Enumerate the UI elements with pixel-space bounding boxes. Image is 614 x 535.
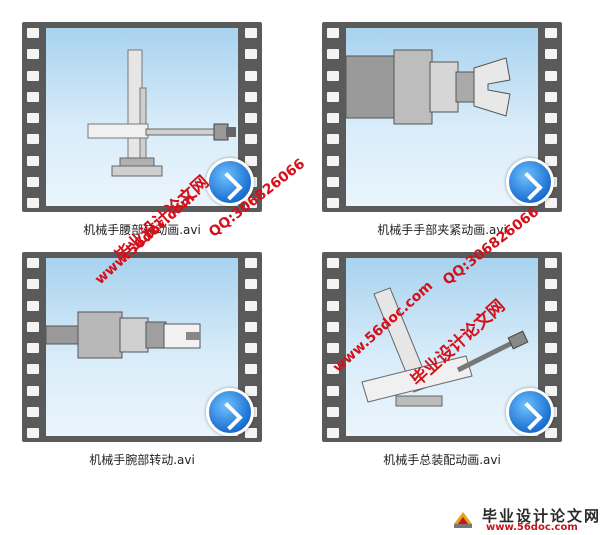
film-strip xyxy=(322,252,562,442)
video-thumbnail-3[interactable] xyxy=(22,252,262,442)
video-filename[interactable]: 机械手腕部转动.avi xyxy=(89,453,195,467)
video-filename[interactable]: 机械手总装配动画.avi xyxy=(383,453,501,467)
film-strip xyxy=(22,252,262,442)
logo-url: www.56doc.com xyxy=(486,522,578,533)
site-logo[interactable]: 毕业设计论文网 www.56doc.com xyxy=(452,505,602,533)
film-strip xyxy=(322,22,562,212)
play-icon[interactable] xyxy=(506,158,554,206)
play-icon[interactable] xyxy=(206,388,254,436)
video-preview xyxy=(346,28,538,206)
video-thumbnail-2[interactable] xyxy=(322,22,562,212)
video-filename[interactable]: 机械手手部夹紧动画.avi xyxy=(377,223,507,237)
play-icon[interactable] xyxy=(506,388,554,436)
logo-title: 毕业设计论文网 xyxy=(482,507,602,525)
video-thumbnail-1[interactable] xyxy=(22,22,262,212)
video-thumbnail-4[interactable] xyxy=(322,252,562,442)
play-icon[interactable] xyxy=(206,158,254,206)
logo-icon xyxy=(454,512,472,528)
video-filename[interactable]: 机械手腰部转动画.avi xyxy=(83,223,201,237)
film-strip xyxy=(22,22,262,212)
video-preview xyxy=(46,28,238,206)
